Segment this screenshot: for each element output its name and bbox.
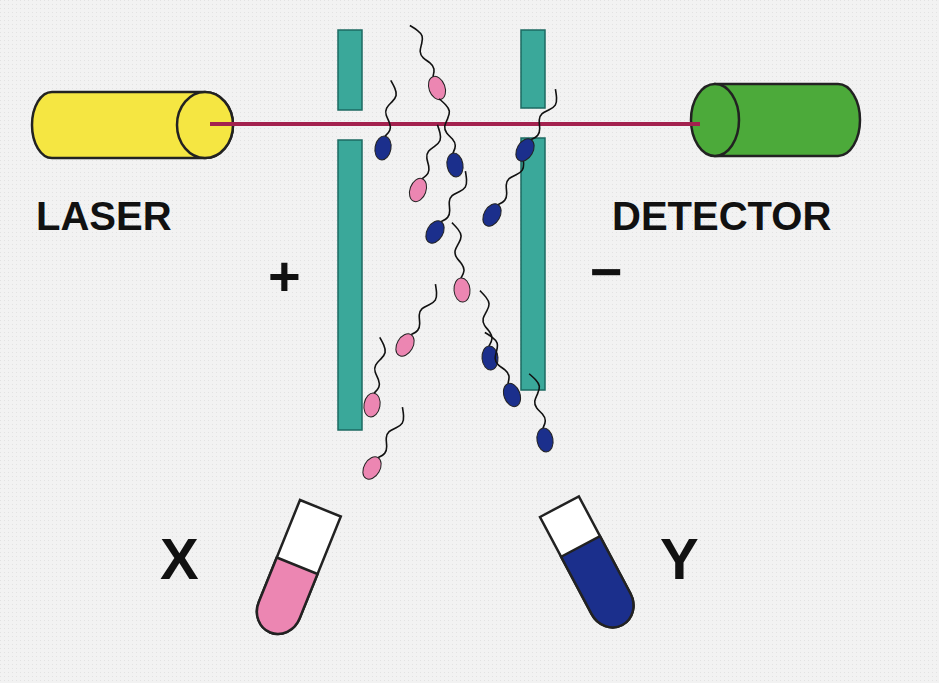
sperm-tail [531, 89, 557, 140]
detector-cylinder [691, 84, 860, 156]
plate-polarity: + [268, 248, 301, 304]
collection-tube-y [540, 496, 642, 635]
sperm-head [479, 201, 505, 230]
sperm-head [392, 331, 418, 360]
sperm-head [406, 176, 429, 204]
sperm-tail [378, 407, 404, 458]
sperm-tail [422, 125, 440, 179]
sperm-tail [411, 284, 437, 335]
deflection-plates [338, 30, 545, 430]
collection-tube-x [250, 500, 341, 641]
plate-polarity: − [590, 244, 623, 300]
sperm-head [453, 277, 471, 302]
laser-cylinder [32, 92, 233, 158]
sperm-head [359, 454, 385, 483]
sperm-tail [441, 171, 467, 222]
sperm-head [425, 74, 448, 102]
sperm-head [535, 427, 555, 453]
sperm-head [373, 135, 393, 161]
sperm-tail [410, 26, 434, 77]
sperm-tail [452, 223, 464, 278]
sperm-tail [498, 154, 524, 205]
tube-label: X [160, 530, 199, 588]
sperm-cells [359, 26, 557, 483]
sperm-head [362, 392, 382, 418]
sperm-tail [385, 80, 396, 136]
sperm-tail [374, 337, 385, 393]
tube-label: Y [660, 530, 699, 588]
sperm-tail [485, 333, 509, 384]
laser-label: LASER [36, 196, 172, 236]
sperm-head [445, 152, 465, 178]
sperm-head [422, 218, 448, 247]
sperm-tail [529, 374, 545, 428]
laser-beam [210, 122, 700, 126]
sperm-tail [439, 99, 455, 153]
sperm-tail [480, 291, 492, 346]
sperm-head [512, 136, 538, 165]
detector-label: DETECTOR [612, 196, 831, 236]
sperm-head [500, 381, 523, 409]
